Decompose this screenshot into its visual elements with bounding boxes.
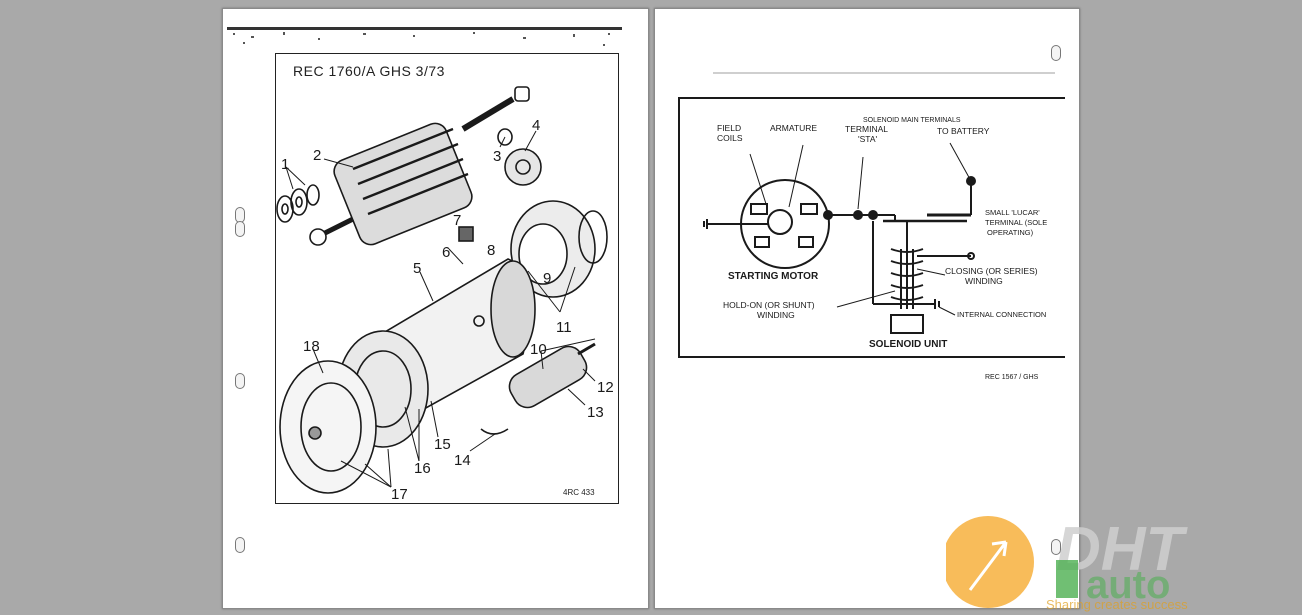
punch-hole <box>1051 539 1061 555</box>
callout-label: 9 <box>543 270 551 287</box>
drawing-code: REC 1567 / GHS <box>985 374 1039 381</box>
label-internal-connection: INTERNAL CONNECTION <box>957 310 1046 319</box>
callout-label: 15 <box>434 436 451 453</box>
brand-d-block <box>1056 560 1078 598</box>
wiring-diagram: FIELD COILS ARMATURE TERMINAL 'STA' SOLE… <box>678 72 1065 381</box>
label-lucar-terminal: SMALL 'LUCAR' <box>985 208 1040 217</box>
callout-label: 7 <box>453 212 461 229</box>
brand-bottom: auto <box>1086 563 1170 607</box>
scan-noise <box>227 27 622 46</box>
punch-hole <box>1051 45 1061 61</box>
callout-label: 13 <box>587 404 604 421</box>
punch-hole <box>235 221 245 237</box>
label-closing-winding: WINDING <box>965 276 1003 286</box>
label-main-terminals: TO BATTERY <box>937 126 990 136</box>
callout-label: 4 <box>532 117 540 134</box>
callout-label: 2 <box>313 147 321 164</box>
label-terminal-sta: 'STA' <box>858 134 878 144</box>
label-lucar-terminal: TERMINAL (SOLE <box>985 218 1047 227</box>
label-terminal-sta: TERMINAL <box>845 124 888 134</box>
callout-label: 10 <box>530 341 547 358</box>
label-field-coils: FIELD <box>717 123 741 133</box>
callout-label: 5 <box>413 260 421 277</box>
arrow-icon <box>968 540 1008 591</box>
diagram-frame <box>275 53 619 504</box>
drawing-reference: REC 1760/A GHS 3/73 <box>293 63 445 79</box>
callout-label: 1 <box>281 156 289 173</box>
punch-hole <box>235 373 245 389</box>
callout-label: 18 <box>303 338 320 355</box>
callout-label: 8 <box>487 242 495 259</box>
right-document-page: FIELD COILS ARMATURE TERMINAL 'STA' SOLE… <box>654 8 1080 609</box>
label-lucar-terminal: OPERATING) <box>987 228 1034 237</box>
callout-label: 12 <box>597 379 614 396</box>
callout-label: 17 <box>391 486 408 503</box>
drawing-code: 4RC 433 <box>563 488 595 497</box>
brand-slogan: Sharing creates success <box>1046 597 1188 612</box>
label-main-terminals: SOLENOID MAIN TERMINALS <box>863 117 961 124</box>
callout-label: 6 <box>442 244 450 261</box>
callout-label: 3 <box>493 148 501 165</box>
label-holdon-winding: HOLD-ON (OR SHUNT) <box>723 300 815 310</box>
exploded-diagram: 1 2 3 4 5 6 7 8 9 10 11 12 13 14 15 16 1… <box>276 86 614 503</box>
dht-auto-watermark: DHT auto Sharing creates success <box>946 515 1189 612</box>
brand-top: DHT <box>1056 515 1189 584</box>
callout-label: 11 <box>556 319 572 336</box>
left-document-page: REC 1760/A GHS 3/73 4RC 433 <box>222 8 649 609</box>
label-field-coils: COILS <box>717 133 743 143</box>
label-starting-motor: STARTING MOTOR <box>728 271 819 282</box>
label-holdon-winding: WINDING <box>757 310 795 320</box>
label-armature: ARMATURE <box>770 123 817 133</box>
label-solenoid-unit: SOLENOID UNIT <box>869 339 947 350</box>
callout-label: 14 <box>454 452 471 469</box>
punch-hole <box>235 537 245 553</box>
callout-label: 16 <box>414 460 431 477</box>
label-closing-winding: CLOSING (OR SERIES) <box>945 266 1038 276</box>
